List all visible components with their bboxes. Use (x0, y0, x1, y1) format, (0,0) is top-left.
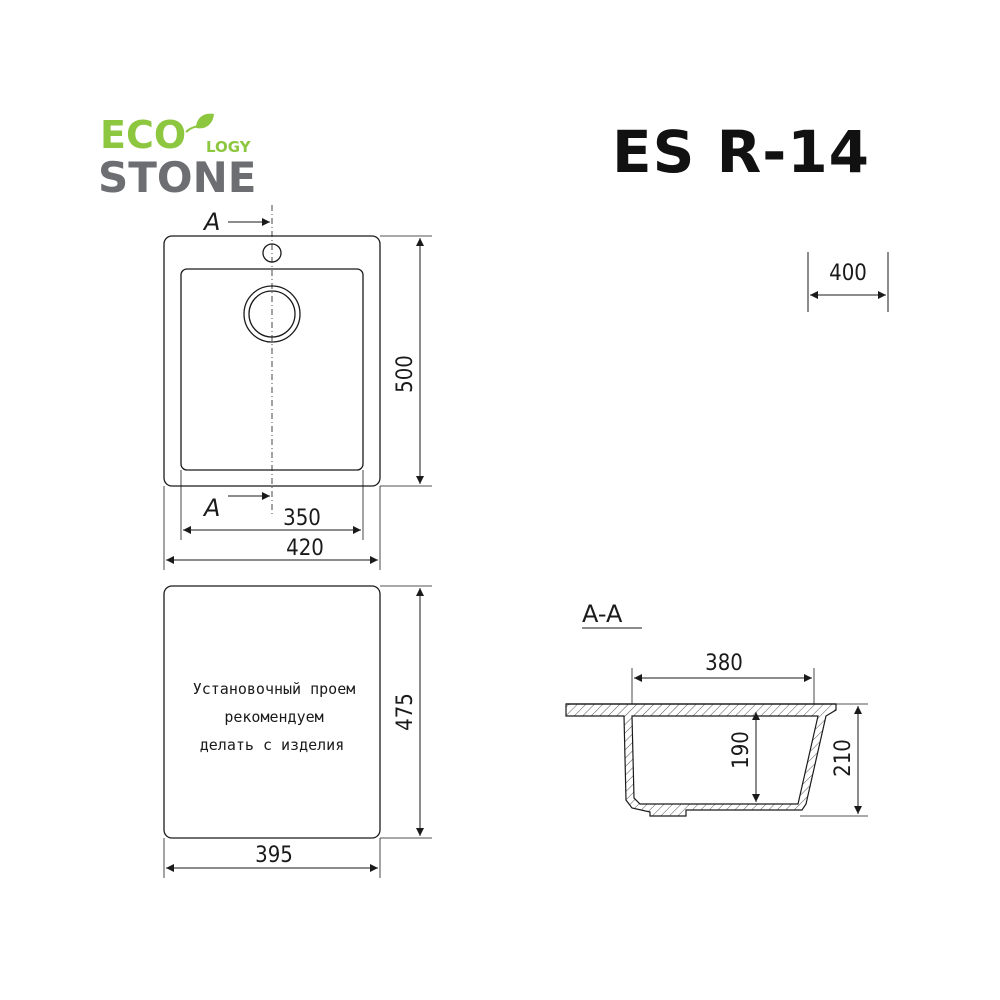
model-title: ES R-14 (612, 118, 870, 186)
dim-width-395: 395 (255, 843, 293, 868)
logo-logy-text: LOGY (206, 138, 252, 156)
dim-depth-400: 400 (829, 261, 867, 286)
brand-logo: ECO LOGY STONE (98, 113, 256, 202)
sink-top-view (163, 205, 432, 570)
cross-section-body (565, 703, 837, 817)
cutout-note-line1: Установочный проем (193, 680, 356, 698)
cutout-outline (163, 585, 381, 839)
sink-cross-section (565, 703, 837, 817)
dim-outer-width-420: 420 (286, 536, 324, 561)
dim-height-500: 500 (393, 355, 418, 393)
dim-inner-width-350: 350 (283, 506, 321, 531)
logo-stone-text: STONE (98, 153, 256, 202)
dim-height-475: 475 (393, 693, 418, 731)
cutout-note-line3: делать с изделия (200, 736, 345, 754)
cut-label-bottom: A (202, 494, 220, 522)
dim-inner-depth-190: 190 (729, 731, 754, 769)
cutout-note-line2: рекомендуем (224, 708, 323, 726)
logo-eco-text: ECO (100, 113, 186, 157)
depth-dimension (807, 252, 889, 312)
section-label: A-A (582, 600, 623, 628)
dim-total-depth-210: 210 (831, 739, 856, 777)
leaf-icon (185, 113, 214, 133)
dim-section-width-380: 380 (705, 651, 743, 676)
cutout-view (163, 585, 432, 878)
cut-label-top: A (202, 208, 220, 236)
section-dimensions (631, 668, 868, 817)
